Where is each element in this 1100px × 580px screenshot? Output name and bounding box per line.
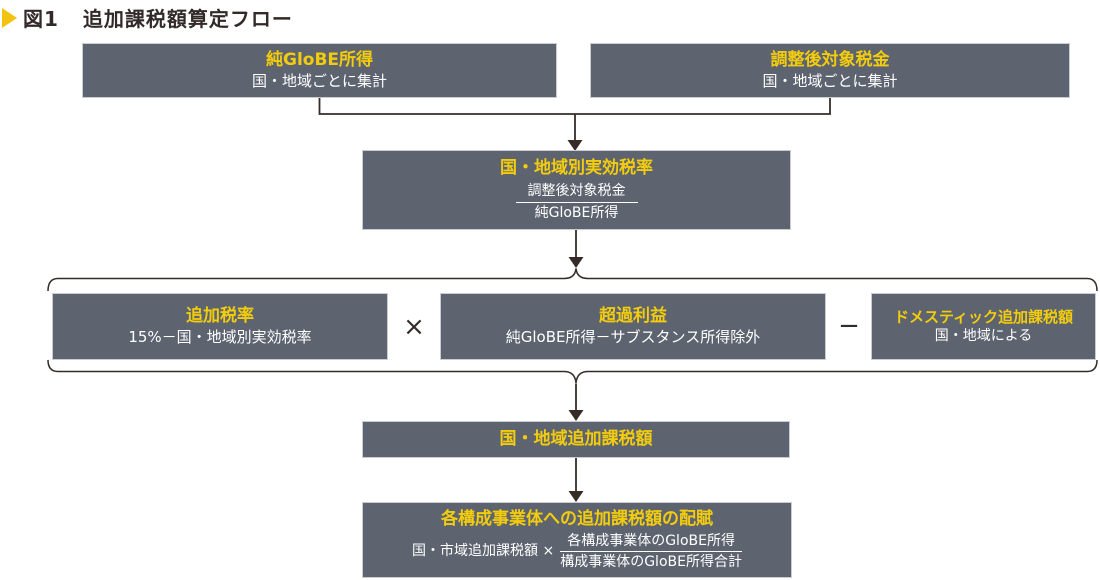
box-heading: ドメスティック追加課税額 [893, 307, 1074, 326]
box-excess-profit: 超過利益 純GloBE所得－サブスタンス所得除外 [440, 293, 826, 360]
brace-top [47, 268, 1098, 292]
box-heading: 超過利益 [599, 306, 667, 326]
arrowhead-2 [568, 257, 584, 268]
box-allocation: 各構成事業体への追加課税額の配賦 国・市域追加課税額 × 各構成事業体のGloB… [362, 502, 792, 578]
figure-title-text: 追加課税額算定フロー [82, 7, 293, 31]
box-sub: 国・地域ごとに集計 [762, 72, 898, 91]
figure-marker-triangle-icon [2, 7, 17, 28]
box-heading: 国・地域別実効税率 [500, 158, 653, 179]
arrowhead-3 [568, 410, 584, 421]
allocation-fraction: 各構成事業体のGloBE所得 構成事業体のGloBE所得合計 [560, 532, 742, 571]
figure-label: 図1 [23, 7, 59, 31]
brace-bottom [47, 359, 1098, 384]
allocation-formula: 国・市域追加課税額 × 各構成事業体のGloBE所得 構成事業体のGloBE所得… [412, 532, 742, 571]
figure-title: 図1 追加課税額算定フロー [2, 3, 293, 32]
arrowhead-4 [568, 491, 584, 502]
box-heading: 調整後対象税金 [770, 50, 890, 70]
box-adjusted-covered-taxes: 調整後対象税金 国・地域ごとに集計 [590, 43, 1070, 98]
box-heading: 国・地域追加課税額 [499, 428, 653, 449]
box-domestic-topup-tax: ドメスティック追加課税額 国・地域による [871, 293, 1096, 360]
multiply-operator: × [403, 312, 425, 342]
box-sub: 15%－国・地域別実効税率 [128, 328, 312, 347]
box-heading: 純GloBE所得 [265, 50, 374, 70]
box-heading: 各構成事業体への追加課税額の配賦 [441, 508, 713, 529]
fraction-numerator: 調整後対象税金 [515, 182, 638, 203]
box-sub: 国・地域ごとに集計 [251, 72, 387, 91]
minus-operator: − [838, 311, 860, 341]
fraction-denominator: 純GloBE所得 [534, 204, 619, 221]
box-heading: 追加税率 [186, 306, 254, 326]
box-topup-tax-rate: 追加税率 15%－国・地域別実効税率 [52, 293, 388, 360]
box-jurisdictional-topup-tax: 国・地域追加課税額 [362, 421, 790, 458]
formula-prefix: 国・市域追加課税額 × [412, 542, 555, 559]
fraction-denominator: 構成事業体のGloBE所得合計 [560, 554, 742, 571]
etr-fraction: 調整後対象税金 純GloBE所得 [515, 182, 638, 221]
fraction-numerator: 各構成事業体のGloBE所得 [560, 532, 742, 553]
box-net-globe-income: 純GloBE所得 国・地域ごとに集計 [82, 43, 557, 98]
box-sub: 国・地域による [934, 327, 1033, 344]
connector-merge-row1 [318, 97, 831, 115]
box-effective-tax-rate: 国・地域別実効税率 調整後対象税金 純GloBE所得 [362, 150, 791, 230]
box-sub: 純GloBE所得－サブスタンス所得除外 [505, 328, 761, 347]
